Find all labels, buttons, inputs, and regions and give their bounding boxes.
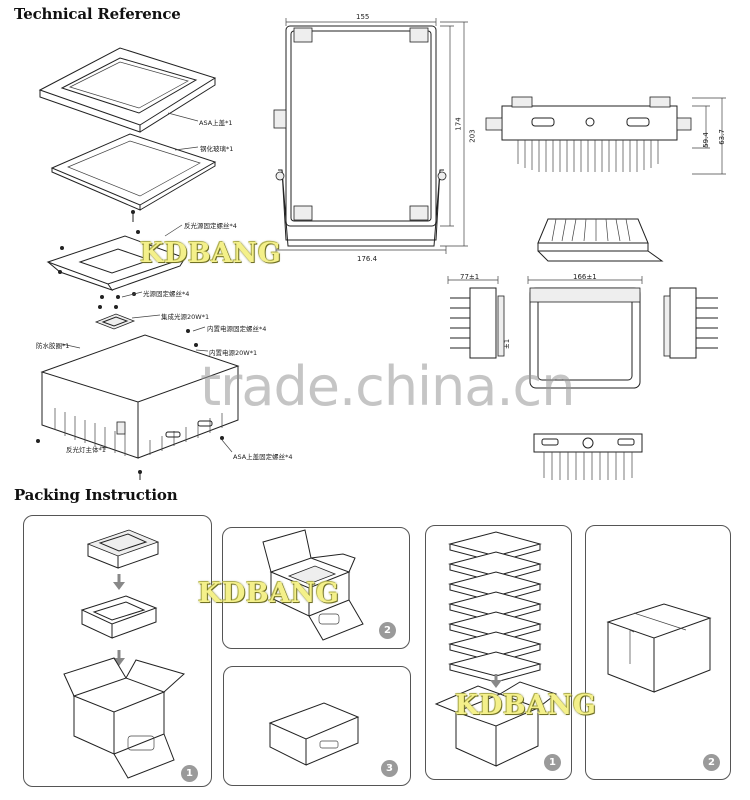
dim-side-small: ±1 <box>503 338 512 350</box>
packing-step-1-drawing <box>63 529 186 779</box>
part-label: ASA上盖固定螺丝*4 <box>233 453 293 461</box>
technical-reference-title: Technical Reference <box>14 5 181 23</box>
body-screws <box>36 436 224 480</box>
screw-part <box>131 210 135 222</box>
packing-panel-4: 1 <box>425 525 572 780</box>
step-number-badge: 1 <box>181 765 198 782</box>
part-label: 内置电源20W*1 <box>209 349 258 357</box>
step-number-badge: 3 <box>381 760 398 777</box>
dim-width-front: 166±1 <box>573 273 597 281</box>
packing-step-2-drawing <box>262 529 364 641</box>
rear-iso-drawing <box>537 218 664 262</box>
dim-bottom-width: 176.4 <box>357 255 378 263</box>
dim-height-inner: 174 <box>454 117 463 131</box>
part-label: 反光源固定螺丝*4 <box>184 222 237 230</box>
packing-step-5-drawing <box>606 603 712 693</box>
packing-instruction-title: Packing Instruction <box>14 486 178 504</box>
packing-step-4-drawing <box>434 531 558 767</box>
led-chip-part <box>94 313 136 330</box>
step-number-badge: 2 <box>703 754 720 771</box>
dim-side-b: 63.7 <box>717 129 726 145</box>
part-label: 内置电源固定螺丝*4 <box>207 325 267 333</box>
part-label: ASA上盖*1 <box>199 119 233 127</box>
exploded-view-drawing <box>36 47 240 480</box>
front-view-drawing <box>273 18 468 254</box>
dim-depth: 77±1 <box>460 273 480 281</box>
packing-panel-5: 2 <box>585 525 731 780</box>
dim-height-outer: 203 <box>468 129 477 143</box>
bottom-view-drawing <box>533 433 643 480</box>
packing-panel-2: 2 <box>222 527 410 649</box>
part-label: 钢化玻璃*1 <box>200 145 234 153</box>
reflector-part <box>46 230 187 291</box>
watermark-logo: KDBANG <box>198 578 340 609</box>
part-label: 防水胶圈*1 <box>36 342 70 350</box>
housing-main-body <box>40 334 240 459</box>
part-label: 光源固定螺丝*4 <box>143 290 190 298</box>
dim-side-a: 59.4 <box>701 132 710 148</box>
part-label: 集成光源20W*1 <box>161 313 210 321</box>
packing-step-3-drawing <box>268 702 360 766</box>
watermark-logo: KDBANG <box>140 238 282 269</box>
packing-panel-3: 3 <box>223 666 411 786</box>
watermark-trade-site: trade.china.cn <box>200 355 575 418</box>
dim-top-width: 155 <box>356 13 370 21</box>
tempered-glass-part <box>50 133 217 211</box>
step-number-badge: 1 <box>544 754 561 771</box>
driver-screws <box>186 329 198 347</box>
side-view-drawing <box>485 96 726 175</box>
part-label: 反光灯主体*1 <box>66 446 106 454</box>
watermark-logo: KDBANG <box>455 690 597 721</box>
part-leader-lines <box>61 112 233 453</box>
asa-top-cover-part <box>38 47 217 133</box>
packing-panel-1: 1 <box>23 515 212 787</box>
step-number-badge: 2 <box>379 622 396 639</box>
light-source-screws <box>98 292 136 309</box>
multi-view-drawing <box>447 276 718 389</box>
